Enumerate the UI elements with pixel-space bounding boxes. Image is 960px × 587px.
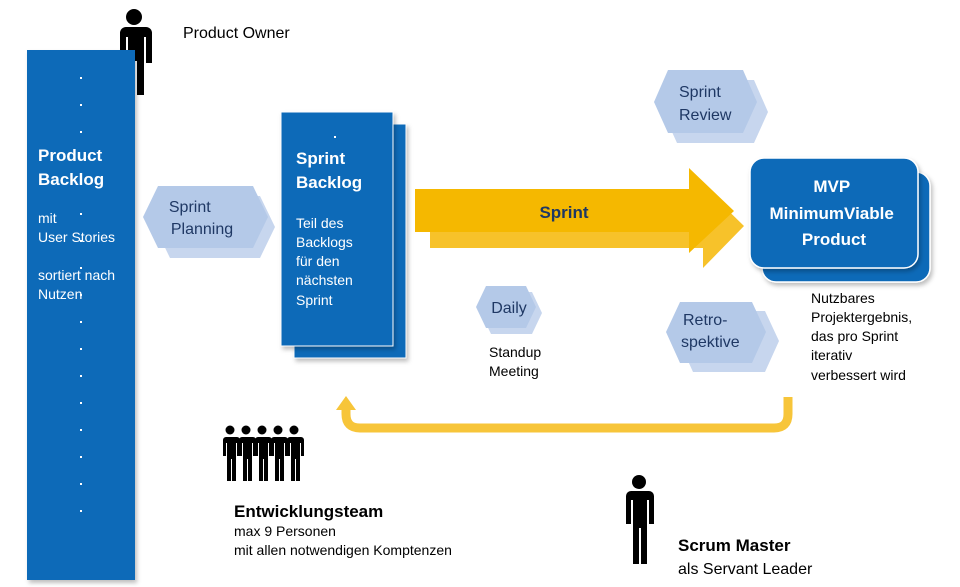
retrospektive-hexagon: [666, 302, 766, 363]
sprint-backlog-desc-line: Sprint: [296, 292, 333, 308]
daily-note-line: Standup: [489, 344, 541, 360]
mvp-line: Product: [802, 230, 867, 249]
sprint-arrow: [415, 168, 734, 253]
product-backlog-desc-line: sortiert nach: [38, 267, 115, 283]
retrospektive-line: spektive: [681, 334, 740, 351]
scrum-master-title: Scrum Master: [678, 536, 791, 555]
product-backlog-description: mit User Stories sortiert nach Nutzen: [38, 210, 119, 302]
sprint-arrow-label: Sprint: [539, 203, 588, 222]
development-team-people-icon: [223, 425, 304, 481]
sprint-review-line: Sprint: [679, 84, 721, 101]
product-backlog-desc-line: mit: [38, 210, 57, 226]
development-team-details: max 9 Personen mit allen notwendigen Kom…: [234, 523, 452, 558]
mvp-line: MVP: [813, 177, 850, 196]
development-team-title: Entwicklungsteam: [234, 502, 383, 521]
product-owner-label: Product Owner: [183, 25, 290, 42]
sprint-backlog-dot: [334, 136, 336, 138]
scrum-master-person-icon: [626, 475, 654, 564]
daily-note: Standup Meeting: [489, 344, 545, 379]
sprint-backlog-title-line: Backlog: [296, 173, 362, 192]
cycle-arrow: [341, 397, 793, 433]
retrospektive-label: Retro- spektive: [681, 312, 740, 351]
product-backlog-title-line: Product: [38, 146, 103, 165]
mvp-note-line: iterativ: [811, 347, 852, 363]
product-backlog-column: [27, 50, 135, 580]
sprint-planning-line: Planning: [171, 221, 233, 238]
sprint-review-label: Sprint Review: [679, 84, 732, 124]
mvp-line: MinimumViable: [769, 204, 893, 223]
mvp-card: [749, 157, 919, 269]
mvp-note-line: Projektergebnis,: [811, 309, 912, 325]
mvp-note-line: verbessert wird: [811, 367, 906, 383]
sprint-review-line: Review: [679, 107, 732, 124]
mvp-note: Nutzbares Projektergebnis, das pro Sprin…: [811, 290, 916, 383]
mvp-note-line: das pro Sprint: [811, 328, 898, 344]
sprint-review-hexagon: [654, 70, 757, 133]
product-backlog-desc-line: Nutzen: [38, 286, 82, 302]
sprint-planning-label: Sprint Planning: [169, 199, 233, 238]
retrospektive-line: Retro-: [683, 312, 727, 329]
sprint-planning-hexagon: [143, 186, 268, 248]
sprint-backlog-desc-line: Backlogs: [296, 234, 353, 250]
development-team-line: max 9 Personen: [234, 523, 336, 539]
sprint-backlog-desc-line: Teil des: [296, 215, 343, 231]
product-backlog-title: Product Backlog: [38, 146, 107, 189]
daily-note-line: Meeting: [489, 363, 539, 379]
sprint-planning-line: Sprint: [169, 199, 211, 216]
sprint-backlog-title-line: Sprint: [296, 149, 345, 168]
sprint-backlog-desc-line: nächsten: [296, 272, 353, 288]
scrum-master-subtitle: als Servant Leader: [678, 561, 813, 578]
mvp-label: MVP MinimumViable Product: [769, 177, 898, 249]
daily-label: Daily: [491, 300, 527, 317]
daily-hexagon: [476, 286, 536, 328]
product-backlog-desc-line: User Stories: [38, 229, 115, 245]
product-backlog-title-line: Backlog: [38, 170, 104, 189]
mvp-note-line: Nutzbares: [811, 290, 875, 306]
sprint-backlog-desc-line: für den: [296, 253, 340, 269]
backlog-dots: [80, 77, 82, 512]
cycle-arrow-head: [336, 396, 356, 410]
development-team-line: mit allen notwendigen Komptenzen: [234, 542, 452, 558]
sprint-backlog-description: Teil des Backlogs für den nächsten Sprin…: [296, 215, 357, 308]
sprint-backlog-card: [280, 111, 394, 347]
sprint-backlog-title: Sprint Backlog: [296, 149, 362, 192]
